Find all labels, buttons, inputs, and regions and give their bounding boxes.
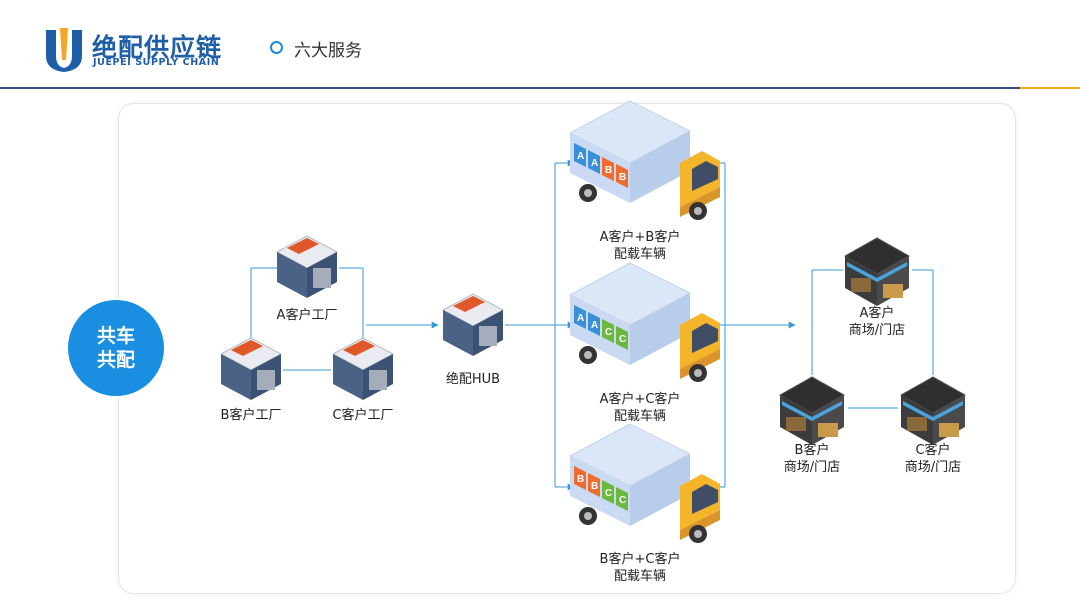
shared-delivery-badge: 共车 共配 [68,300,164,396]
cargo-label: C [605,488,612,499]
factory-c-icon [332,337,394,401]
cargo-label: C [619,334,626,345]
cargo-label: B [577,474,584,485]
header-divider [0,87,1020,89]
badge-line1: 共车 [96,325,135,347]
section-title: 六大服务 [294,41,362,61]
cargo-label: B [619,172,626,183]
truck-ab-line2: 配载车辆 [613,247,666,262]
truck-bc-icon: B B C C [569,423,721,544]
store-a-icon [844,237,910,307]
cargo-label: C [605,327,612,338]
hub-label: 绝配HUB [445,372,501,387]
cargo-label: B [605,165,612,176]
truck-ac-label: A客户+C客户 配载车辆 [600,391,681,425]
store-b-line2: 商场/门店 [783,460,841,475]
factory-c-label: C客户工厂 [332,408,394,423]
cargo-label: B [591,481,598,492]
store-c-label: C客户 商场/门店 [905,442,961,476]
bullet-icon [270,41,283,54]
store-a-label: A客户 商场/门店 [849,305,905,339]
store-a-line1: A客户 [859,306,895,321]
cargo-label: C [619,495,626,506]
hub-icon [442,293,504,357]
logo-icon [46,28,82,72]
cargo-label: A [591,158,598,169]
factory-b-label: B客户工厂 [220,408,282,423]
truck-bc-line2: 配载车辆 [613,569,667,584]
factory-a-icon [276,235,338,299]
diagram-panel [118,103,1016,594]
brand-name-en: JUEPEI SUPPLY CHAIN [93,57,220,68]
truck-ac-icon: A A C C [569,262,721,383]
store-c-line1: C客户 [915,443,951,458]
store-b-label: B客户 商场/门店 [784,442,840,476]
factory-b-icon [220,337,282,401]
truck-bc-line1: B客户+C客户 [599,552,681,567]
truck-bc-label: B客户+C客户 配载车辆 [600,551,681,585]
store-a-line2: 商场/门店 [848,323,906,338]
cargo-label: A [577,151,584,162]
truck-ac-line2: 配载车辆 [613,409,666,424]
store-b-line1: B客户 [794,443,830,458]
truck-ac-line1: A客户+C客户 [599,392,681,407]
store-c-icon [900,376,966,446]
header-divider-accent [1020,87,1080,89]
store-c-line2: 商场/门店 [904,460,962,475]
truck-ab-label: A客户+B客户 配载车辆 [600,229,681,263]
store-b-icon [779,376,845,446]
badge-line2: 共配 [96,349,135,371]
factory-a-label: A客户工厂 [276,308,338,323]
truck-ab-icon: A A B B [569,100,721,221]
brand-name: 绝配供应链 [92,33,223,62]
truck-ab-line1: A客户+B客户 [599,230,681,245]
cargo-label: A [577,313,584,324]
cargo-label: A [591,320,598,331]
